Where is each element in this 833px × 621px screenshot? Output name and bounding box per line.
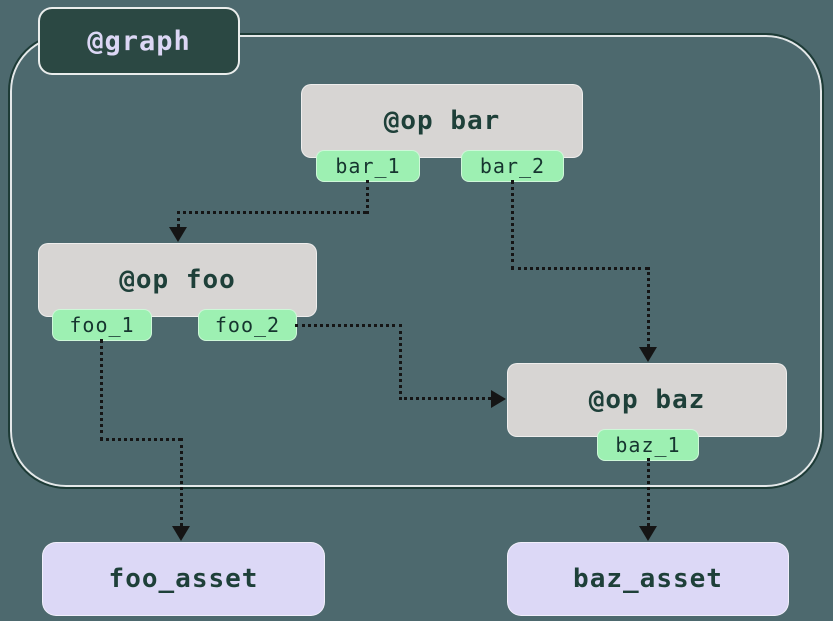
- output-tab-baz-1-label: baz_1: [615, 433, 681, 457]
- edge-segment: [177, 211, 366, 214]
- edge-segment: [177, 211, 180, 227]
- edge-segment: [511, 180, 514, 270]
- node-op-bar: @op bar: [301, 84, 583, 158]
- edge-segment: [366, 180, 369, 214]
- output-tab-foo-2: foo_2: [198, 309, 297, 341]
- arrowhead-down-icon: [169, 227, 187, 242]
- edge-segment: [399, 324, 402, 400]
- node-op-foo: @op foo: [38, 243, 317, 317]
- edge-segment: [647, 267, 650, 347]
- node-op-foo-label: @op foo: [119, 265, 236, 295]
- node-op-baz-label: @op baz: [588, 385, 706, 415]
- edge-segment: [295, 324, 402, 327]
- edge-segment: [180, 438, 183, 526]
- node-op-bar-label: @op bar: [383, 106, 501, 136]
- node-baz-asset: baz_asset: [507, 542, 789, 616]
- output-tab-foo-2-label: foo_2: [214, 313, 281, 337]
- edge-segment: [511, 267, 648, 270]
- graph-label: @graph: [38, 7, 240, 75]
- output-tab-foo-1: foo_1: [52, 309, 152, 341]
- arrowhead-right-icon: [491, 390, 506, 408]
- output-tab-bar-1-label: bar_1: [335, 154, 401, 178]
- output-tab-baz-1: baz_1: [597, 429, 699, 461]
- node-foo-asset: foo_asset: [42, 542, 325, 616]
- arrowhead-down-icon: [172, 526, 190, 541]
- edge-segment: [100, 339, 103, 441]
- node-foo-asset-label: foo_asset: [108, 564, 259, 594]
- node-baz-asset-label: baz_asset: [573, 564, 723, 594]
- output-tab-bar-1: bar_1: [316, 150, 420, 182]
- edge-segment: [399, 397, 491, 400]
- output-tab-bar-2: bar_2: [461, 150, 564, 182]
- graph-boundary: [8, 33, 824, 489]
- edge-segment: [100, 438, 181, 441]
- output-tab-bar-2-label: bar_2: [479, 154, 546, 178]
- node-op-baz: @op baz: [507, 363, 787, 437]
- output-tab-foo-1-label: foo_1: [69, 313, 135, 337]
- arrowhead-down-icon: [639, 347, 657, 362]
- arrowhead-down-icon: [639, 526, 657, 541]
- edge-segment: [647, 458, 650, 526]
